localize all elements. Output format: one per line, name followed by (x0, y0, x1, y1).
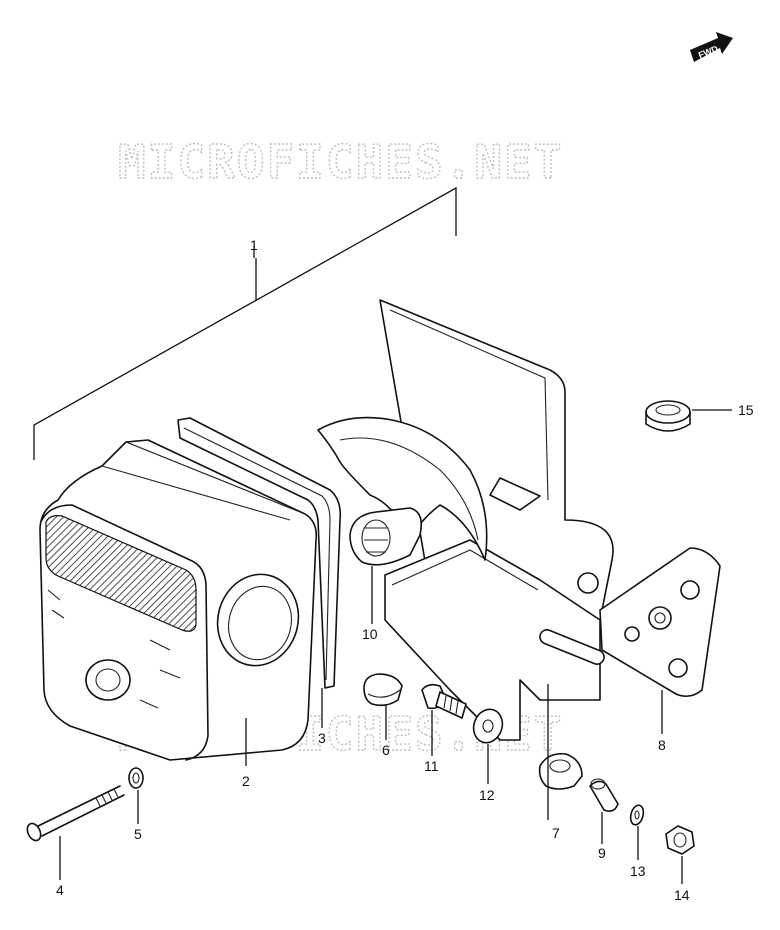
watermark-top: MICROFICHES.NET (118, 135, 563, 189)
callout-12: 12 (479, 787, 495, 803)
part-14-nut (665, 825, 695, 855)
callout-10: 10 (362, 626, 378, 642)
part-10-bulb-socket (317, 416, 488, 566)
part-4-screw (26, 785, 125, 842)
callout-1: 1 (250, 237, 258, 253)
part-9-collar (589, 778, 619, 812)
callout-9: 9 (598, 845, 606, 861)
callout-2: 2 (242, 773, 250, 789)
part-11-bolt (421, 683, 467, 719)
leader-lines (59, 246, 732, 884)
part-15-grommet (645, 400, 691, 432)
part-5-washer (128, 767, 144, 789)
part-2-lens-housing (39, 439, 318, 761)
forward-arrow-icon (690, 32, 733, 62)
callout-11: 11 (424, 758, 439, 774)
callout-6: 6 (382, 742, 390, 758)
callout-13: 13 (630, 863, 646, 879)
callout-5: 5 (134, 826, 142, 842)
part-12-washer (472, 708, 504, 744)
callout-4: 4 (56, 882, 64, 898)
callout-7: 7 (552, 825, 560, 841)
part-7-slotted-plate (384, 477, 605, 741)
callout-3: 3 (318, 730, 326, 746)
part-13-washer (629, 804, 645, 826)
part-6-cushion (363, 673, 403, 707)
part-7-grommet (538, 752, 583, 790)
assembly-1-bracket (33, 186, 457, 460)
fwd-direction-badge: FWD (690, 32, 733, 62)
part-3-gasket (177, 417, 342, 689)
callout-15: 15 (738, 402, 754, 418)
callout-14: 14 (674, 887, 690, 903)
callout-8: 8 (658, 737, 666, 753)
callout-labels: 1 2 3 4 5 6 7 8 9 10 11 12 13 14 15 (56, 237, 754, 903)
